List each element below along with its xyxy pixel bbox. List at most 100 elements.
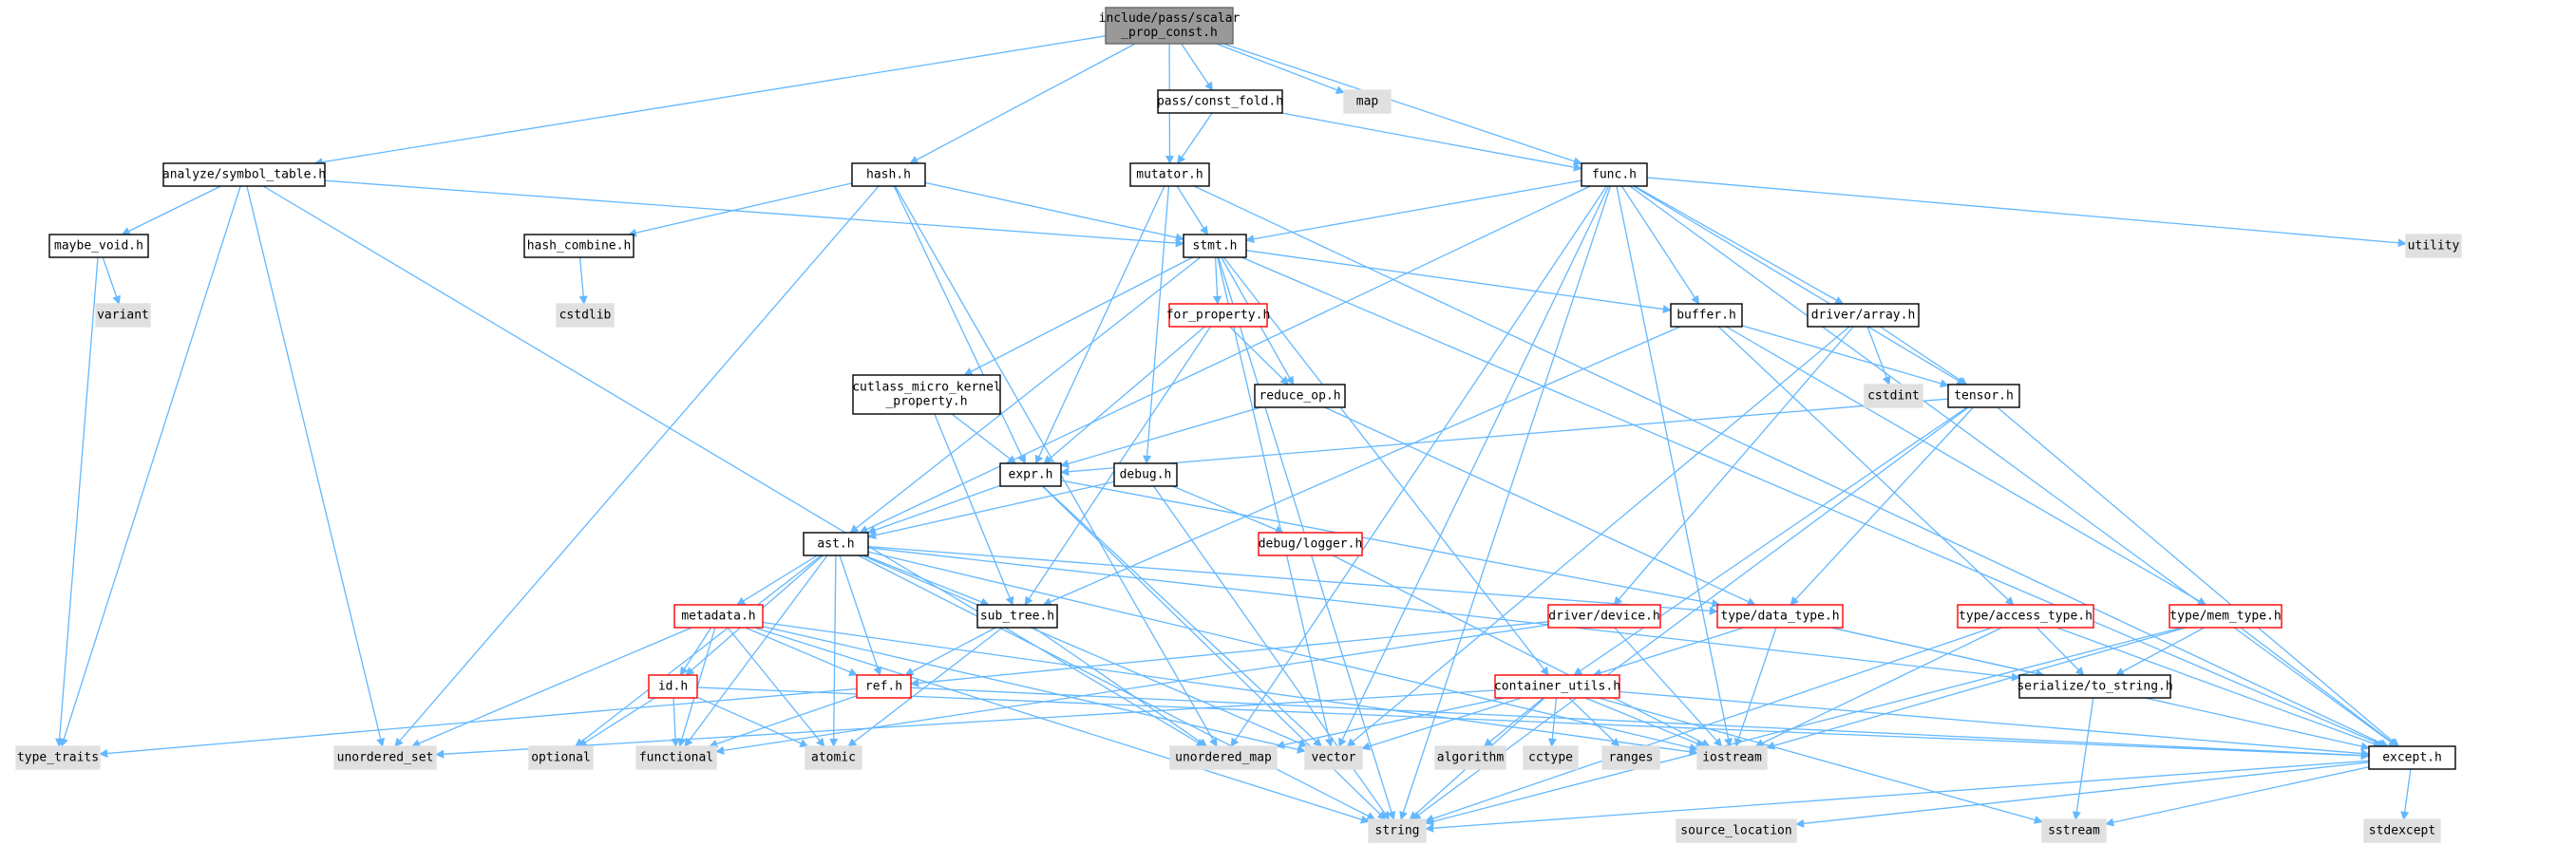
node-ast[interactable]: ast.h xyxy=(803,532,869,556)
edge-analyze-to-unordered_map xyxy=(262,185,1205,747)
edge-ast-to-iostream xyxy=(867,551,1698,752)
edge-analyze-to-unordered_set xyxy=(246,185,386,747)
edge-debug_logger-to-iostream xyxy=(1332,555,1711,747)
node-box xyxy=(1864,384,1923,408)
node-expr[interactable]: expr.h xyxy=(999,462,1062,487)
edge-metadata-to-ref xyxy=(745,627,859,676)
edge-ast-to-atomic xyxy=(829,555,839,747)
edge-sub_tree-to-unordered_map xyxy=(1033,627,1208,747)
edge-for_property-to-reduce_op xyxy=(1229,326,1290,385)
node-box xyxy=(528,745,594,770)
node-label: vector xyxy=(1312,751,1356,765)
edge-reduce_op-to-data_type xyxy=(1324,406,1756,606)
node-reduce-op[interactable]: reduce_op.h xyxy=(1254,384,1346,408)
edge-driver_array-to-vector xyxy=(1346,326,1850,747)
edge-tensor-to-expr xyxy=(1060,398,1949,477)
edge-stmt-to-buffer xyxy=(1245,250,1672,314)
edge-ast-to-serialize xyxy=(867,547,2020,682)
edge-analyze-to-stmt xyxy=(324,179,1184,248)
edge-ast-to-metadata xyxy=(736,555,818,606)
node-label: utility xyxy=(2408,239,2460,254)
edge-maybe_void-to-type_traits xyxy=(55,256,99,747)
node-box xyxy=(523,234,635,258)
node-box xyxy=(635,745,717,770)
node-box xyxy=(1523,745,1579,770)
node-box xyxy=(2405,234,2462,258)
node-maybe-void[interactable]: maybe_void.h xyxy=(48,234,149,258)
node-box xyxy=(2169,604,2282,629)
node-ref[interactable]: ref.h xyxy=(856,674,912,699)
node-box xyxy=(95,303,151,328)
node-for-property[interactable]: for_property.h xyxy=(1166,303,1271,328)
node-box xyxy=(1183,234,1247,258)
node-access-type[interactable]: type/access_type.h xyxy=(1957,604,2094,629)
edge-stmt-to-for_property xyxy=(1212,256,1222,305)
node-iostream: iostream xyxy=(1696,745,1768,770)
node-label: type_traits xyxy=(17,751,99,765)
node-box xyxy=(976,604,1058,629)
edge-mem_type-to-string xyxy=(1425,627,2182,826)
node-serialize[interactable]: serialize/to_string.h xyxy=(2017,674,2173,699)
node-hash-combine[interactable]: hash_combine.h xyxy=(523,234,635,258)
node-container-utils[interactable]: container_utils.h xyxy=(1494,674,1620,699)
node-id[interactable]: id.h xyxy=(648,674,698,699)
node-driver-device[interactable]: driver/device.h xyxy=(1547,604,1661,629)
node-label: sub_tree.h xyxy=(980,610,1054,624)
node-box xyxy=(1368,818,1427,843)
node-label: map xyxy=(1356,95,1379,109)
node-mutator[interactable]: mutator.h xyxy=(1129,162,1210,187)
node-label: debug/logger.h xyxy=(1259,537,1363,552)
edge-ast-to-optional xyxy=(575,555,822,747)
node-box xyxy=(999,462,1062,487)
node-label: hash.h xyxy=(866,168,911,182)
node-buffer[interactable]: buffer.h xyxy=(1670,303,1743,328)
node-label: type/access_type.h xyxy=(1959,610,2093,624)
node-const-fold[interactable]: pass/const_fold.h xyxy=(1157,89,1283,114)
edge-ast-to-string xyxy=(858,555,1376,820)
edge-container_utils-to-cctype xyxy=(1547,697,1558,747)
node-sub-tree[interactable]: sub_tree.h xyxy=(976,604,1058,629)
node-mem-type[interactable]: type/mem_type.h xyxy=(2169,604,2282,629)
node-box xyxy=(1581,162,1648,187)
node-box xyxy=(1601,745,1660,770)
edge-tensor-to-except xyxy=(1997,406,2399,747)
node-debug-logger[interactable]: debug/logger.h xyxy=(1258,532,1363,556)
node-cutlass[interactable]: cutlass_micro_kernel_property.h xyxy=(852,374,1001,415)
edge-tensor-to-container_utils xyxy=(1573,406,1968,676)
node-label: unordered_map xyxy=(1175,751,1272,765)
edge-func-to-buffer xyxy=(1620,185,1700,305)
edge-data_type-to-iostream xyxy=(1733,627,1777,747)
edge-cutlass-to-expr xyxy=(951,413,1017,464)
node-box xyxy=(856,674,912,699)
node-label: container_utils.h xyxy=(1494,680,1620,694)
node-box xyxy=(1254,384,1346,408)
node-box xyxy=(1696,745,1768,770)
node-data-type[interactable]: type/data_type.h xyxy=(1716,604,1844,629)
edge-const_fold-to-func xyxy=(1281,112,1582,172)
node-stmt[interactable]: stmt.h xyxy=(1183,234,1247,258)
edge-debug-to-debug_logger xyxy=(1172,485,1284,535)
node-driver-array[interactable]: driver/array.h xyxy=(1807,303,1920,328)
node-label: _property.h xyxy=(885,395,967,409)
node-except[interactable]: except.h xyxy=(2368,745,2456,770)
edge-metadata-to-unordered_set xyxy=(410,627,692,747)
node-hash[interactable]: hash.h xyxy=(851,162,926,187)
node-label: cutlass_micro_kernel xyxy=(852,381,1001,395)
node-label: atomic xyxy=(811,751,856,765)
node-label: optional xyxy=(531,751,591,765)
node-func[interactable]: func.h xyxy=(1581,162,1648,187)
node-optional: optional xyxy=(528,745,594,770)
node-label: cctype xyxy=(1528,751,1573,765)
node-label: cstdlib xyxy=(559,309,612,323)
node-tensor[interactable]: tensor.h xyxy=(1947,384,2020,408)
node-type-traits: type_traits xyxy=(15,745,101,770)
node-root[interactable]: include/pass/scalar_prop_const.h xyxy=(1099,7,1241,45)
node-box xyxy=(48,234,149,258)
node-analyze[interactable]: analyze/symbol_table.h xyxy=(162,162,326,187)
node-box xyxy=(805,745,862,770)
node-debug[interactable]: debug.h xyxy=(1113,462,1178,487)
node-label: pass/const_fold.h xyxy=(1157,95,1283,109)
edge-hash-to-expr xyxy=(893,185,1026,464)
node-metadata[interactable]: metadata.h xyxy=(673,604,764,629)
edge-id-to-functional xyxy=(671,697,680,747)
